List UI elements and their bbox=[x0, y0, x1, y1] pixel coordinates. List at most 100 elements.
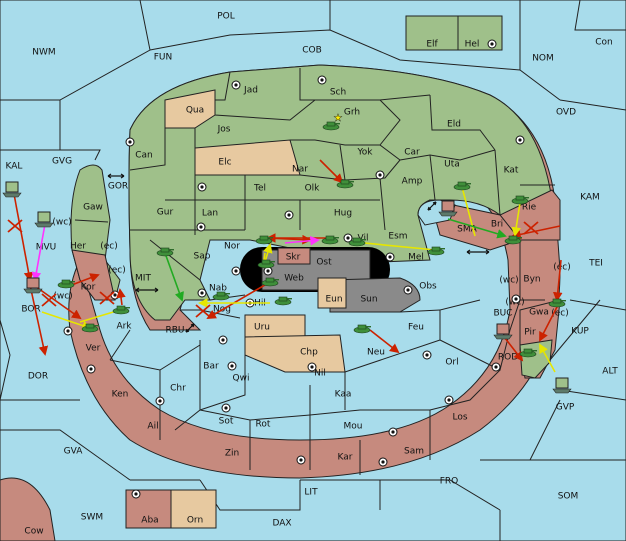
sea-label-tei: TEI bbox=[588, 259, 603, 269]
land-label-chr: Chr bbox=[170, 384, 186, 394]
land-label-zin: Zin bbox=[225, 449, 239, 459]
land-label-kar: Kar bbox=[338, 453, 353, 463]
supply-center-icon bbox=[221, 403, 231, 413]
territory-sun[interactable] bbox=[329, 277, 421, 313]
sea-label-pol: POL bbox=[217, 12, 235, 22]
sea-label-kam: KAM bbox=[580, 193, 600, 203]
territory-orn[interactable] bbox=[170, 489, 217, 529]
sea-label-sma: SMA bbox=[457, 225, 477, 235]
sea-label-alt: ALT bbox=[602, 367, 618, 377]
land-label-tel: Tel bbox=[253, 184, 266, 194]
land-label-mou: Mou bbox=[344, 422, 363, 432]
supply-center-icon bbox=[296, 455, 306, 465]
land-label-esm: Esm bbox=[388, 232, 407, 242]
land-label-sun: Sun bbox=[360, 295, 377, 305]
supply-center-icon bbox=[511, 294, 521, 304]
land-label-jad: Jad bbox=[243, 86, 258, 96]
land-label-ost: Ost bbox=[316, 258, 332, 268]
supply-center-icon bbox=[317, 75, 327, 85]
land-label-rot: Rot bbox=[256, 420, 271, 430]
supply-center-icon bbox=[63, 326, 73, 336]
land-label-skr: Skr bbox=[286, 253, 301, 263]
land-label-grh: Grh bbox=[344, 108, 360, 118]
supply-center-icon bbox=[218, 335, 228, 345]
land-label-obs: Obs bbox=[419, 282, 437, 292]
fleet-unit-icon bbox=[493, 323, 513, 340]
red-x-icon bbox=[99, 291, 115, 305]
coast-tag-kor-ec: (ec) bbox=[108, 266, 126, 276]
land-label-rie: Rie bbox=[522, 203, 537, 213]
land-label-neu: Neu bbox=[367, 348, 385, 358]
land-label-aba: Aba bbox=[141, 516, 158, 526]
supply-center-icon bbox=[231, 266, 241, 276]
land-label-nar: Nar bbox=[292, 165, 308, 175]
double-arrow-icon bbox=[135, 287, 159, 293]
supply-center-icon bbox=[487, 39, 497, 49]
land-label-car: Car bbox=[404, 148, 420, 158]
land-label-her: Her bbox=[70, 242, 86, 252]
land-label-jos: Jos bbox=[217, 125, 231, 135]
red-x-icon bbox=[41, 293, 57, 307]
sea-label-kup: KUP bbox=[571, 327, 589, 337]
double-arrow-icon bbox=[427, 201, 437, 211]
land-label-kat: Kat bbox=[504, 166, 519, 176]
land-label-kor: Kor bbox=[81, 283, 96, 293]
sea-label-gvg: GVG bbox=[52, 157, 72, 167]
fleet-unit-icon bbox=[34, 211, 54, 228]
territory-cow[interactable] bbox=[0, 477, 56, 541]
land-label-qwi: Qwi bbox=[233, 374, 250, 384]
coast-tag-byn-wc: (wc) bbox=[499, 276, 518, 286]
sea-label-dor: DOR bbox=[28, 372, 48, 382]
land-label-olk: Olk bbox=[305, 184, 321, 194]
land-label-sam: Sam bbox=[404, 447, 424, 457]
territory-skr[interactable] bbox=[277, 247, 311, 265]
sea-label-fro: FRO bbox=[440, 477, 459, 487]
land-label-amp: Amp bbox=[402, 177, 423, 187]
land-label-gaw: Gaw bbox=[83, 203, 103, 213]
land-label-can: Can bbox=[135, 151, 153, 161]
fleet-unit-icon bbox=[552, 377, 572, 394]
land-label-feu: Feu bbox=[408, 323, 424, 333]
sea-label-gor: GOR bbox=[108, 182, 128, 192]
land-label-eld: Eld bbox=[447, 120, 461, 130]
land-label-bor: BOR bbox=[21, 305, 40, 315]
fleet-unit-icon bbox=[23, 277, 43, 294]
sea-label-nwm: NWM bbox=[32, 48, 55, 58]
land-label-ken: Ken bbox=[112, 390, 129, 400]
supply-center-icon bbox=[197, 288, 207, 298]
supply-center-icon bbox=[491, 362, 501, 372]
sea-label-gvp: GVP bbox=[556, 403, 575, 413]
sea-label-dax: DAX bbox=[272, 519, 291, 529]
supply-center-icon bbox=[155, 396, 165, 406]
territory-eun[interactable] bbox=[317, 277, 347, 309]
order-lines bbox=[13, 159, 563, 373]
supply-center-icon bbox=[307, 362, 317, 372]
supply-center-icon bbox=[378, 457, 388, 467]
double-arrow-icon bbox=[185, 323, 195, 333]
sea-label-rbu: RBU bbox=[165, 326, 184, 336]
sea-label-con: Con bbox=[595, 38, 613, 48]
sea-label-lit: LIT bbox=[304, 488, 318, 498]
land-label-web: Web bbox=[284, 274, 304, 284]
land-label-ark: Ark bbox=[116, 322, 132, 332]
coast-tag-mvu-wc: (wc) bbox=[52, 218, 71, 228]
double-arrow-icon bbox=[107, 173, 125, 179]
supply-center-icon bbox=[385, 252, 395, 262]
land-label-eun: Eun bbox=[325, 295, 342, 305]
supply-center-icon bbox=[86, 364, 96, 374]
land-label-ail: Ail bbox=[147, 422, 158, 432]
territory-qua[interactable] bbox=[164, 89, 216, 129]
star-icon: ★ bbox=[334, 113, 343, 124]
sea-label-ovd: OVD bbox=[556, 108, 576, 118]
sea-label-nom: NOM bbox=[532, 54, 554, 64]
land-label-los: Los bbox=[452, 413, 467, 423]
land-label-pir: Pir bbox=[524, 328, 536, 338]
supply-center-icon bbox=[197, 182, 207, 192]
supply-center-icon bbox=[422, 350, 432, 360]
territory-elf[interactable] bbox=[405, 15, 503, 51]
region-north-green bbox=[128, 64, 556, 321]
land-label-elc: Elc bbox=[218, 158, 231, 168]
land-label-nil: Nil bbox=[314, 369, 326, 379]
red-x-icon bbox=[523, 221, 539, 235]
